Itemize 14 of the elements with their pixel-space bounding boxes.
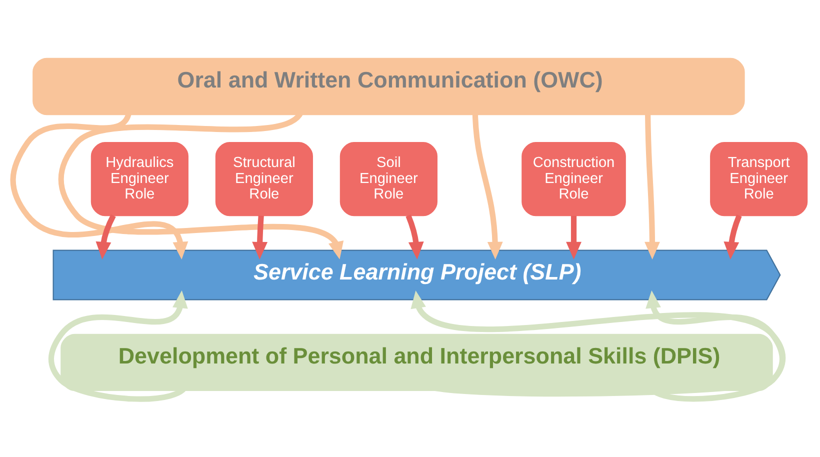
node-box: Soil Engineer Role [340, 142, 438, 216]
arrow [406, 214, 424, 260]
node-box: Hydraulics Engineer Role [90, 142, 188, 216]
arrow [48, 290, 190, 402]
node-box: Transport Engineer Role [710, 142, 808, 216]
node-box: Structural Engineer Role [215, 142, 313, 216]
node-box: Development of Personal and Interpersonal Skills (DPIS) [60, 333, 773, 391]
arrow [566, 215, 582, 260]
arrow [410, 290, 786, 396]
arrow [252, 215, 268, 260]
arrow [724, 214, 742, 260]
node-box: Oral and Written Communication (OWC) [32, 57, 745, 115]
arrow [96, 214, 116, 259]
node-box: Construction Engineer Role [522, 142, 626, 216]
